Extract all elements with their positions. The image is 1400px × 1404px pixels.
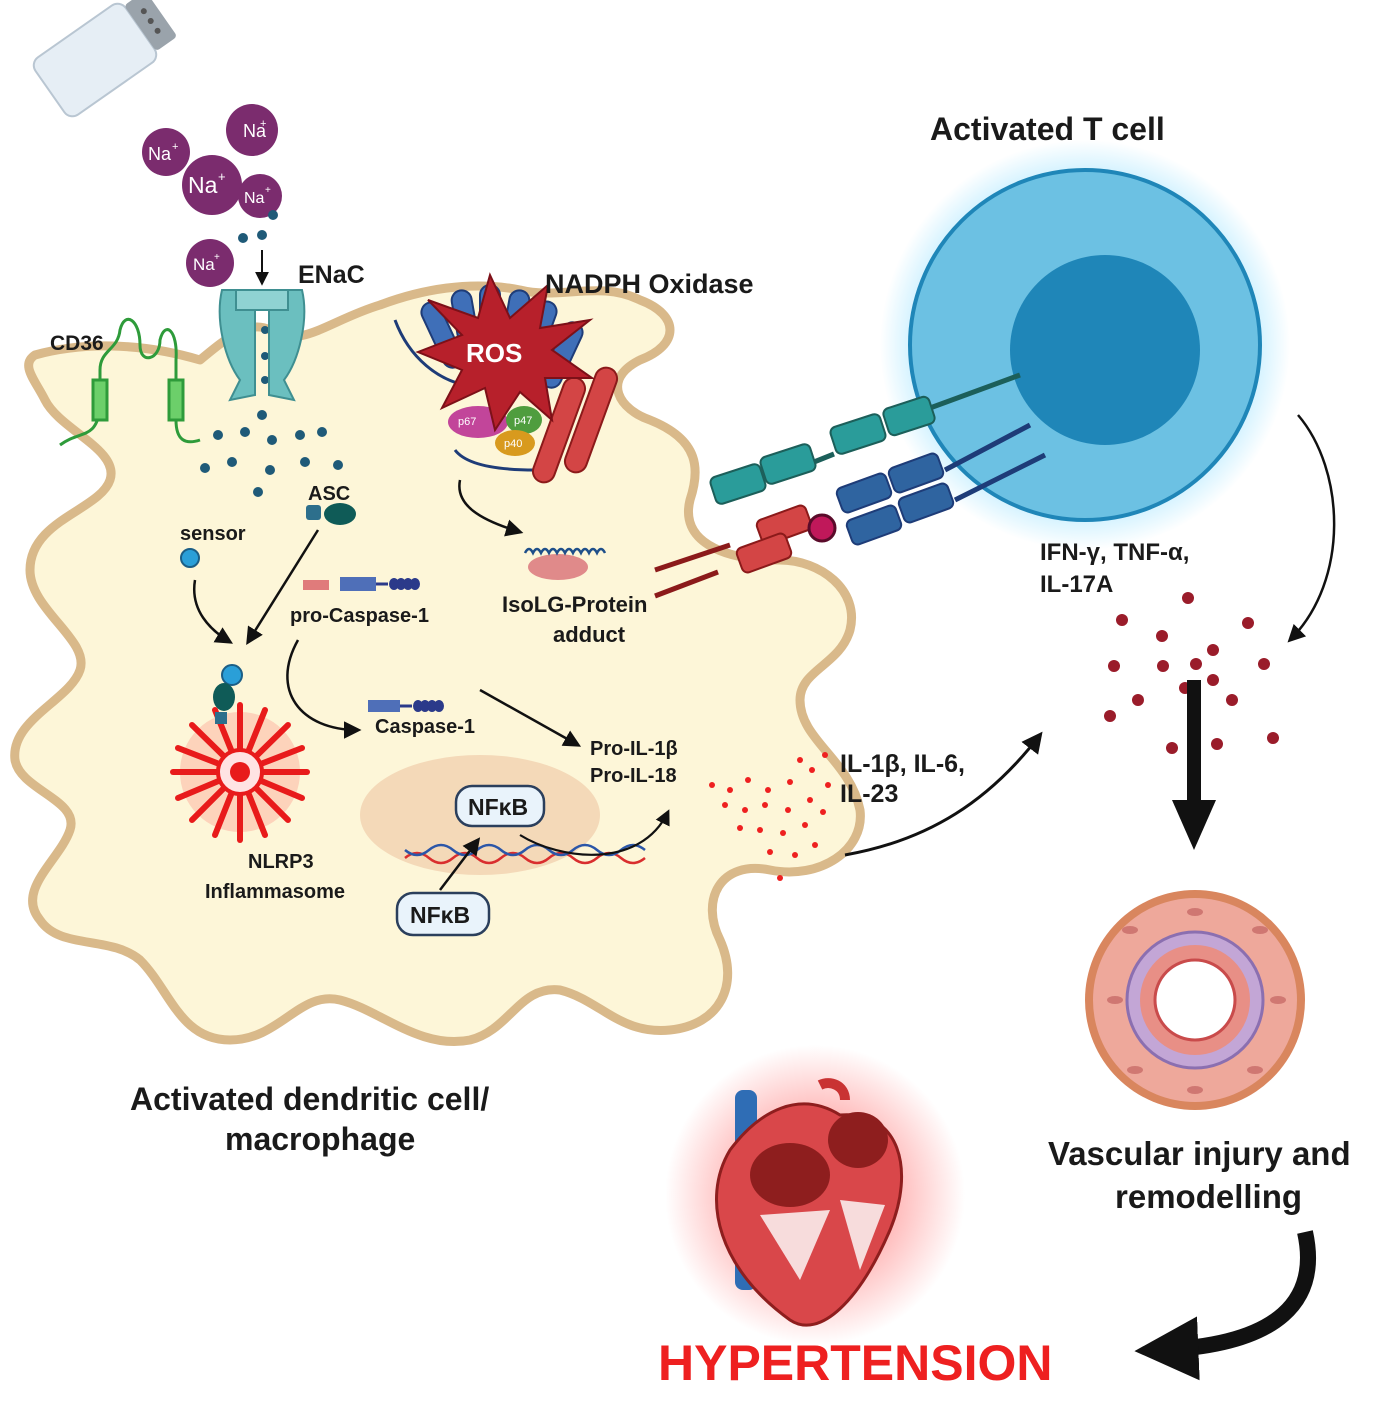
nlrp3-inflammasome-icon [170,664,310,843]
nfkb-nucleus-label: NFκB [468,794,528,820]
pro-caspase-icon [303,577,420,591]
tcell-cytokine-dots [1104,592,1279,754]
tcell-to-cytokine-arrow [1287,414,1336,643]
caspase-label: Caspase-1 [375,716,475,738]
t-cell-nucleus [1010,255,1200,445]
cd36-receptor-icon [59,317,201,447]
nfkb-cyto-label: NFκB [410,902,470,928]
sodium-dots [200,210,343,497]
down-arrow-to-vessel [1172,680,1216,850]
p40-label: p40 [504,438,522,450]
cd36-label: CD36 [50,332,104,355]
dc-cytokines-line2: IL-23 [840,780,898,808]
sensor-arrow [192,579,234,644]
dc-cytokines-line1: IL-1β, IL-6, [840,750,965,778]
vessel-to-hypertension-arrow [1134,1230,1316,1381]
sodium-ion: Na + [186,239,234,287]
isolg-label-line1: IsoLG-Protein [502,592,647,617]
vascular-label-line2: remodelling [1115,1178,1302,1215]
asc-arrow [246,529,320,645]
pro-il18-label: Pro-IL-18 [590,765,677,787]
svg-text:Na: Na [243,121,267,141]
svg-text:+: + [172,141,178,153]
enac-label: ENaC [298,261,365,289]
nfkb-translocation-arrow [439,837,481,891]
tcr-isolg-complex [654,422,1047,599]
sodium-ion: Na + [142,128,190,176]
nadph-label: NADPH Oxidase [545,269,754,299]
caspase-to-pro-il-arrow [479,688,582,747]
dc-label-line1: Activated dendritic cell/ [130,1081,489,1117]
nfkb-nucleus-box [454,784,546,828]
p47-label: p47 [514,415,532,427]
nlrp3-label-line2: Inflammasome [205,881,345,903]
tcr-mhc-complex [709,372,1021,505]
ros-burst-icon [415,272,596,433]
svg-text:+: + [218,169,226,184]
dc-to-tcell-arrow [844,731,1043,857]
asc-label: ASC [308,483,350,505]
transcription-arrow [519,809,670,856]
svg-text:Na: Na [193,255,215,274]
hypertension-label: HYPERTENSION [658,1335,1053,1391]
svg-text:Na: Na [148,144,172,164]
p67-label: p67 [458,416,476,428]
nfkb-cyto-box [395,891,491,937]
isolg-adduct-icon [523,547,607,580]
pro-il1b-label: Pro-IL-1β [590,738,678,760]
salt-shaker-icon [32,0,176,118]
enac-channel-icon [218,289,306,402]
tcell-cytokines-line1: IFN-γ, TNF-α, [1040,539,1189,566]
procaspase-to-caspase-arrow [286,639,362,739]
svg-text:+: + [260,118,266,130]
sodium-ion: Na + [182,155,242,215]
nadph-to-isolg-arrow [458,479,524,537]
dendritic-cell-body [10,281,865,1046]
pro-caspase-label: pro-Caspase-1 [290,605,429,627]
isolg-label-line2: adduct [553,622,626,647]
sodium-ion: Na + [238,174,282,218]
tcell-label: Activated T cell [930,111,1165,147]
tcell-cytokines-line2: IL-17A [1040,571,1113,598]
svg-text:+: + [214,252,220,263]
blood-vessel-icon [1085,890,1305,1110]
svg-text:Na: Na [188,172,218,198]
svg-text:Na: Na [244,190,265,207]
heart-icon [715,1078,904,1327]
sensor-label: sensor [180,523,246,545]
svg-text:+: + [265,185,271,196]
vascular-label-line1: Vascular injury and [1048,1135,1351,1172]
sodium-ion: Na + [226,104,278,156]
dc-cytokine-dots [709,752,831,881]
dc-label-line2: macrophage [225,1121,415,1157]
nlrp3-label-line1: NLRP3 [248,851,314,873]
caspase-icon [368,700,444,712]
sensor-icon [180,548,200,568]
asc-icon [306,503,356,525]
ros-label: ROS [466,338,522,368]
